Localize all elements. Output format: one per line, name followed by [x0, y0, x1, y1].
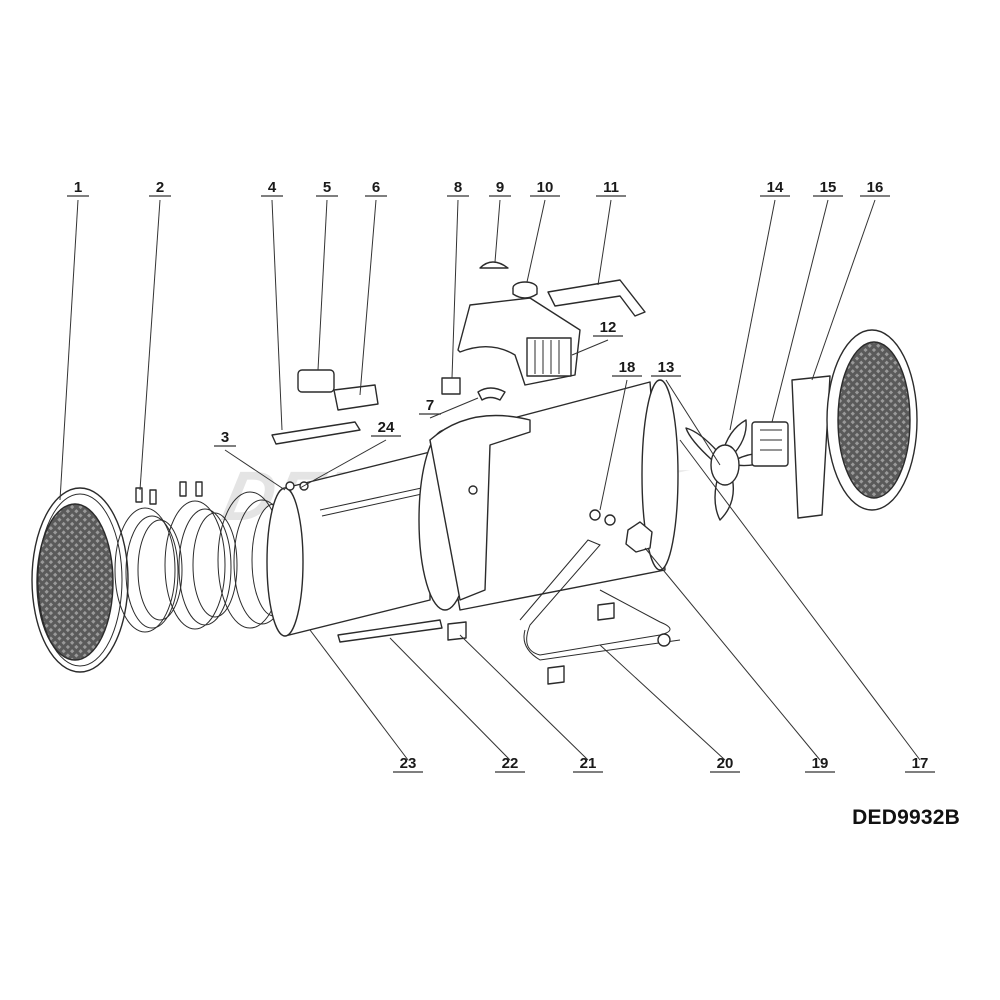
- leader-line-4: [271, 199, 283, 431]
- leader-line-8: [451, 199, 459, 379]
- knob-10: [512, 281, 538, 299]
- bottom-strip: [337, 619, 443, 643]
- washer-18b: [604, 514, 616, 526]
- leader-line-18: [599, 379, 628, 511]
- callout-number: 3: [221, 429, 229, 446]
- leader-line-9: [494, 199, 501, 263]
- callout-number: 1: [74, 179, 82, 196]
- leader-line-13: [665, 379, 721, 466]
- callout-9: 9: [489, 179, 511, 263]
- carry-handle: [547, 279, 646, 317]
- switches: [441, 377, 506, 401]
- leader-line-3: [224, 449, 286, 491]
- leader-line-21: [459, 634, 589, 761]
- stand-frame: [519, 539, 671, 656]
- callout-number: 12: [600, 319, 617, 336]
- leader-line-14: [729, 199, 776, 431]
- callout-16: 16: [811, 179, 890, 381]
- leader-line-7: [429, 397, 479, 419]
- callout-number: 22: [502, 755, 519, 772]
- callout-20: 20: [599, 644, 740, 773]
- leader-line-1: [59, 199, 79, 501]
- callout-18: 18: [599, 359, 642, 511]
- callout-14: 14: [729, 179, 790, 431]
- callout-12: 12: [571, 319, 623, 356]
- leader-line-16: [811, 199, 876, 381]
- callout-21: 21: [459, 634, 603, 773]
- front-grille: [31, 487, 129, 673]
- callout-number: 19: [812, 755, 829, 772]
- leader-line-22: [389, 637, 511, 761]
- callout-number: 7: [426, 397, 434, 414]
- fan-blade: [685, 419, 776, 521]
- callout-number: 6: [372, 179, 380, 196]
- callout-6: 6: [359, 179, 387, 396]
- knob-9: [479, 261, 509, 269]
- rear-grille: [826, 329, 918, 511]
- callout-19: 19: [644, 547, 835, 773]
- leader-line-17: [679, 439, 921, 761]
- leader-line-11: [597, 199, 612, 286]
- leader-line-15: [771, 199, 829, 423]
- callout-number: 21: [580, 755, 597, 772]
- callout-number: 5: [323, 179, 331, 196]
- control-box: [297, 369, 379, 411]
- callout-10: 10: [526, 179, 560, 283]
- stand-clip-b: [547, 665, 565, 685]
- callout-number: 15: [820, 179, 837, 196]
- callout-number: 11: [603, 179, 619, 196]
- stand-clip-a: [597, 602, 615, 621]
- callout-number: 8: [454, 179, 462, 196]
- callout-4: 4: [261, 179, 283, 431]
- callout-number: 2: [156, 179, 164, 196]
- callout-number: 23: [400, 755, 417, 772]
- callout-number: 20: [717, 755, 734, 772]
- top-cover: [457, 297, 581, 386]
- top-rail: [271, 421, 361, 445]
- leader-line-5: [317, 199, 328, 371]
- callout-number: 17: [912, 755, 929, 772]
- callout-24: 24: [299, 419, 401, 489]
- callout-number: 16: [867, 179, 884, 196]
- callout-15: 15: [771, 179, 843, 423]
- tilt-knob: [625, 521, 653, 553]
- motor-bracket: [791, 375, 831, 519]
- main-housing: [418, 379, 679, 611]
- fan-motor: [751, 421, 789, 467]
- callout-1: 1: [59, 179, 89, 501]
- leader-line-20: [599, 644, 726, 761]
- callout-number: 14: [767, 179, 784, 196]
- leader-line-10: [526, 199, 546, 283]
- leader-line-19: [644, 547, 821, 761]
- leader-line-24: [299, 439, 387, 489]
- callout-number: 4: [268, 179, 277, 196]
- inner-heating-chamber: [266, 451, 441, 637]
- model-code: DED9932B: [852, 806, 960, 829]
- callout-11: 11: [596, 179, 626, 286]
- leader-line-23: [309, 629, 409, 761]
- leader-line-6: [359, 199, 377, 396]
- callout-17: 17: [679, 439, 935, 773]
- callout-23: 23: [309, 629, 423, 773]
- callout-13: 13: [651, 359, 721, 466]
- callout-number: 9: [496, 179, 504, 196]
- callout-number: 10: [537, 179, 554, 196]
- callout-3: 3: [214, 429, 286, 491]
- callout-number: 18: [619, 359, 636, 376]
- leader-line-2: [139, 199, 161, 491]
- stand-foot: [657, 633, 671, 647]
- washer-18a: [589, 509, 601, 521]
- callout-number: 24: [378, 419, 395, 436]
- callout-22: 22: [389, 637, 525, 773]
- callout-8: 8: [447, 179, 469, 379]
- callout-number: 13: [658, 359, 675, 376]
- leader-line-12: [571, 339, 609, 356]
- callout-5: 5: [316, 179, 338, 371]
- clip-21: [447, 621, 467, 641]
- callout-7: 7: [419, 397, 479, 419]
- callout-2: 2: [139, 179, 171, 491]
